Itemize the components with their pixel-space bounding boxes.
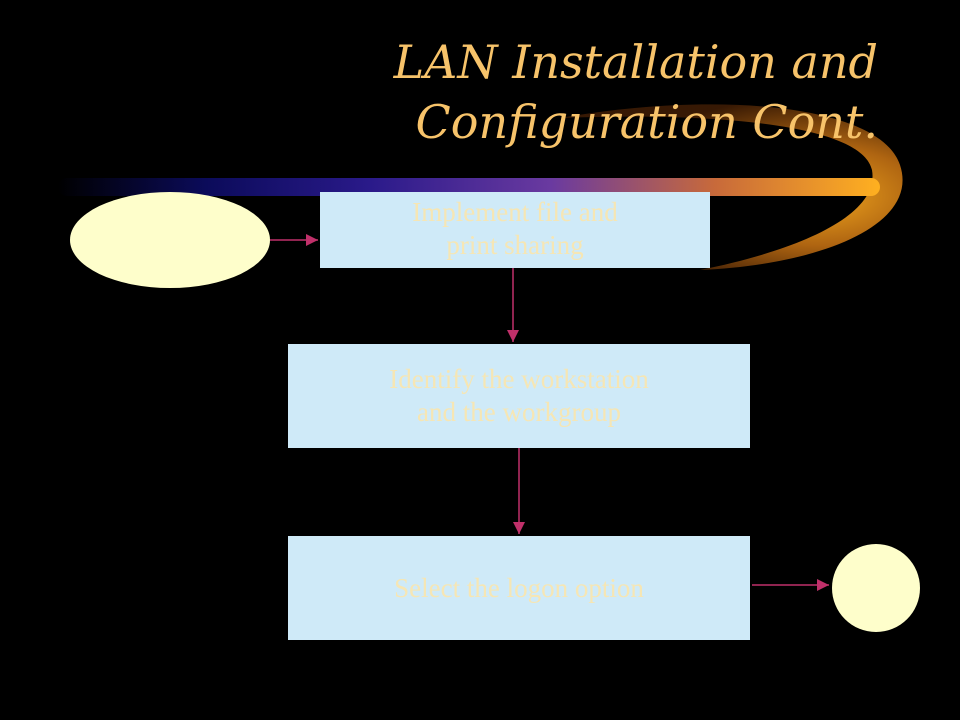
title-line-1: LAN Installation and [393,35,878,89]
title-line-2: Configuration Cont. [415,95,878,149]
step-select-logon-box: Select the logon option [288,536,750,640]
gradient-bar [58,178,880,196]
step2-line1: Identify the workstation [389,364,649,394]
step-identify-workstation-box: Identify the workstation and the workgro… [288,344,750,448]
step-implement-sharing-box: Implement file and print sharing [320,192,710,268]
step2-line2: and the workgroup [417,397,621,427]
step3-line1: Select the logon option [394,572,644,603]
end-terminal [832,544,920,632]
step1-line2: print sharing [446,230,584,260]
step1-line1: Implement file and [412,197,618,227]
page-title: LAN Installation and Configuration Cont. [178,32,878,152]
start-terminal [70,192,270,288]
